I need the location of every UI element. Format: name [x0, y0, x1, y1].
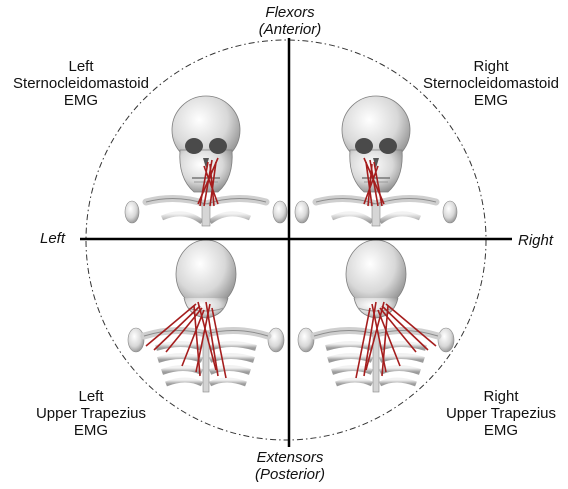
- quadrant-label-left-sternocleidomastoid: Left Sternocleidomastoid EMG: [6, 58, 156, 109]
- axis-label-left: Left: [40, 230, 80, 247]
- axis-label-flexors: Flexors (Anterior): [230, 4, 350, 38]
- quadrant-label-left-upper-trapezius: Left Upper Trapezius EMG: [26, 388, 156, 439]
- skull-posterior-right-trapezius-icon: [298, 240, 454, 392]
- skull-posterior-left-trapezius-icon: [128, 240, 284, 392]
- quadrant-label-right-sternocleidomastoid: Right Sternocleidomastoid EMG: [416, 58, 566, 109]
- skull-anterior-left-sternocleidomastoid-icon: [125, 96, 287, 226]
- quadrant-label-right-upper-trapezius: Right Upper Trapezius EMG: [436, 388, 566, 439]
- skull-anterior-right-sternocleidomastoid-icon: [295, 96, 457, 226]
- axis-label-right: Right: [518, 232, 566, 249]
- axis-label-extensors: Extensors (Posterior): [220, 449, 360, 483]
